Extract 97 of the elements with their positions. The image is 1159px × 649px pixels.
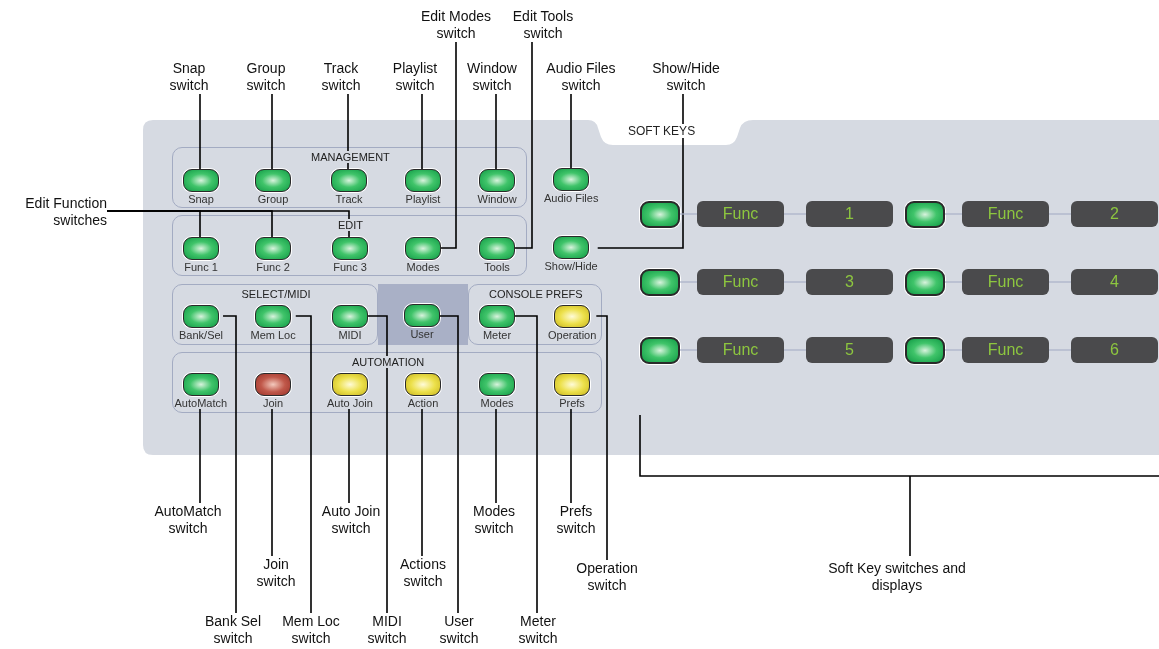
section-frame xyxy=(468,284,602,345)
switch-label: Tools xyxy=(484,261,510,273)
callout-text: Edit Tools switch xyxy=(503,8,583,42)
callout-text: Meter switch xyxy=(508,613,568,647)
callout-text: Modes switch xyxy=(464,503,524,537)
illuminated-switch xyxy=(905,200,945,228)
switch-label: MIDI xyxy=(338,329,362,341)
section-title: MANAGEMENT xyxy=(309,151,392,163)
switch-label: Show/Hide xyxy=(544,260,598,272)
illuminated-switch xyxy=(640,336,680,364)
section-frame xyxy=(172,284,378,345)
leader-line xyxy=(514,315,538,614)
leader-line xyxy=(570,93,572,169)
leader-line xyxy=(348,408,350,504)
leader-line xyxy=(421,408,423,557)
switch-label: Operation xyxy=(548,329,597,341)
leader-line xyxy=(440,41,457,249)
callout-text: Audio Files switch xyxy=(541,60,621,94)
switch-label: Mem Loc xyxy=(250,329,296,341)
leader-line xyxy=(514,41,533,249)
display-window: 6 xyxy=(1071,337,1158,363)
display-window: 4 xyxy=(1071,269,1158,295)
switch-label: Playlist xyxy=(405,193,441,205)
leader-line xyxy=(421,93,423,170)
switch-label: User xyxy=(410,328,434,340)
switch-label: Meter xyxy=(482,329,512,341)
section-title: CONSOLE PREFS xyxy=(487,288,585,300)
leader-line xyxy=(222,315,237,614)
display-window: 3 xyxy=(806,269,893,295)
illuminated-switch xyxy=(640,268,680,296)
section-title: EDIT xyxy=(336,219,366,231)
callout-text: Join switch xyxy=(246,556,306,590)
display-window: Func xyxy=(697,269,784,295)
switch-label: Func 1 xyxy=(184,261,218,273)
callout-text: User switch xyxy=(429,613,489,647)
switch-label: Join xyxy=(262,397,284,409)
leader-line xyxy=(271,408,273,557)
leader-line xyxy=(271,93,273,170)
switch-label: Modes xyxy=(406,261,440,273)
display-window: Func xyxy=(697,201,784,227)
callout-text: Show/Hide switch xyxy=(644,60,728,94)
section-frame xyxy=(172,147,527,208)
switch-label: AutoMatch xyxy=(174,397,228,409)
leader-line xyxy=(199,93,201,170)
switch-label: Action xyxy=(407,397,439,409)
section-title: SELECT/MIDI xyxy=(239,288,313,300)
display-window: Func xyxy=(962,269,1049,295)
leader-line xyxy=(106,210,350,238)
callout-text: Auto Join switch xyxy=(318,503,384,537)
switch-label: Group xyxy=(257,193,289,205)
callout-text: Prefs switch xyxy=(548,503,604,537)
display-window: 2 xyxy=(1071,201,1158,227)
display-window: 5 xyxy=(806,337,893,363)
callout-text: Actions switch xyxy=(393,556,453,590)
switch-label: Prefs xyxy=(559,397,585,409)
leader-line xyxy=(595,315,608,561)
callout-text: Edit Modes switch xyxy=(414,8,498,42)
callout-text: Playlist switch xyxy=(385,60,445,94)
callout-text: MIDI switch xyxy=(357,613,417,647)
callout-text: Group switch xyxy=(236,60,296,94)
illuminated-switch xyxy=(905,336,945,364)
switch-label: Audio Files xyxy=(544,192,599,204)
switch-label: Func 2 xyxy=(256,261,290,273)
leader-line xyxy=(596,93,684,249)
illuminated-switch xyxy=(905,268,945,296)
callout-text: Window switch xyxy=(462,60,522,94)
leader-line xyxy=(439,315,459,614)
section-title: SOFT KEYS xyxy=(626,124,698,138)
callout-text: Snap switch xyxy=(159,60,219,94)
leader-line xyxy=(570,408,572,504)
callout-text: Edit Function switches xyxy=(3,195,107,229)
bracket-label: Soft Key switches and displays xyxy=(827,560,967,594)
callout-text: AutoMatch switch xyxy=(149,503,227,537)
illuminated-switch xyxy=(640,200,680,228)
leader-line xyxy=(495,93,497,170)
leader-line xyxy=(199,408,201,504)
callout-text: Bank Sel switch xyxy=(198,613,268,647)
switch-label: Snap xyxy=(188,193,214,205)
switch-label: Bank/Sel xyxy=(179,329,224,341)
leader-line xyxy=(367,315,388,614)
display-window: Func xyxy=(962,337,1049,363)
callout-text: Operation switch xyxy=(569,560,645,594)
switch-label: Window xyxy=(477,193,517,205)
section-title: AUTOMATION xyxy=(350,356,427,368)
switch-label: Func 3 xyxy=(333,261,367,273)
switch-label: Auto Join xyxy=(327,397,373,409)
leader-line xyxy=(495,408,497,504)
display-window: Func xyxy=(697,337,784,363)
display-window: Func xyxy=(962,201,1049,227)
callout-text: Mem Loc switch xyxy=(276,613,346,647)
switch-label: Modes xyxy=(480,397,514,409)
control-panel xyxy=(143,120,1159,455)
section-frame xyxy=(172,215,527,276)
section-frame xyxy=(172,352,602,413)
display-window: 1 xyxy=(806,201,893,227)
callout-text: Track switch xyxy=(311,60,371,94)
switch-label: Track xyxy=(335,193,363,205)
